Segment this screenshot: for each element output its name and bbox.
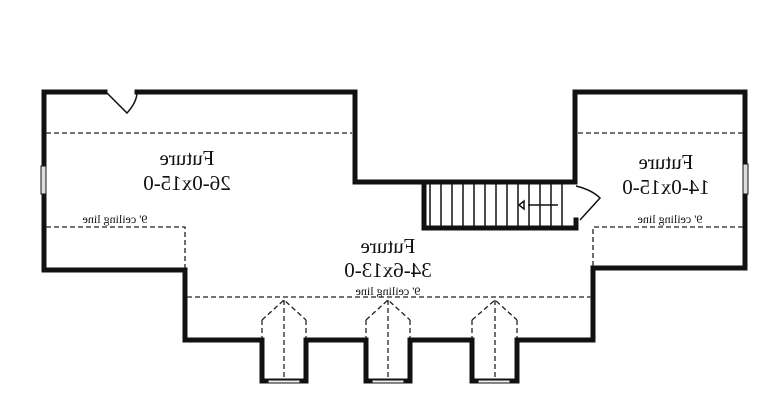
stair-arrow-icon	[517, 199, 525, 211]
staircase	[421, 179, 602, 231]
door-swing-stair	[575, 185, 602, 221]
ceiling-lines	[46, 132, 743, 380]
room-name: Future	[361, 234, 416, 258]
room-size: 34-6x13-0	[344, 258, 432, 282]
ceiling-label: 9' ceiling line	[356, 284, 421, 298]
room-name: Future	[639, 150, 694, 174]
room-size: 14-0x15-0	[622, 175, 710, 199]
room-size: 26-0x15-0	[143, 171, 231, 195]
window-right	[742, 163, 749, 195]
dormer-windows	[267, 379, 511, 384]
ceiling-label: 9' ceiling line	[83, 212, 148, 226]
room-name: Future	[160, 146, 215, 170]
door-swing-top	[105, 91, 138, 115]
ceiling-label: 9' ceiling line	[638, 212, 703, 226]
window-left	[40, 165, 47, 195]
exterior-wall	[41, 89, 748, 384]
